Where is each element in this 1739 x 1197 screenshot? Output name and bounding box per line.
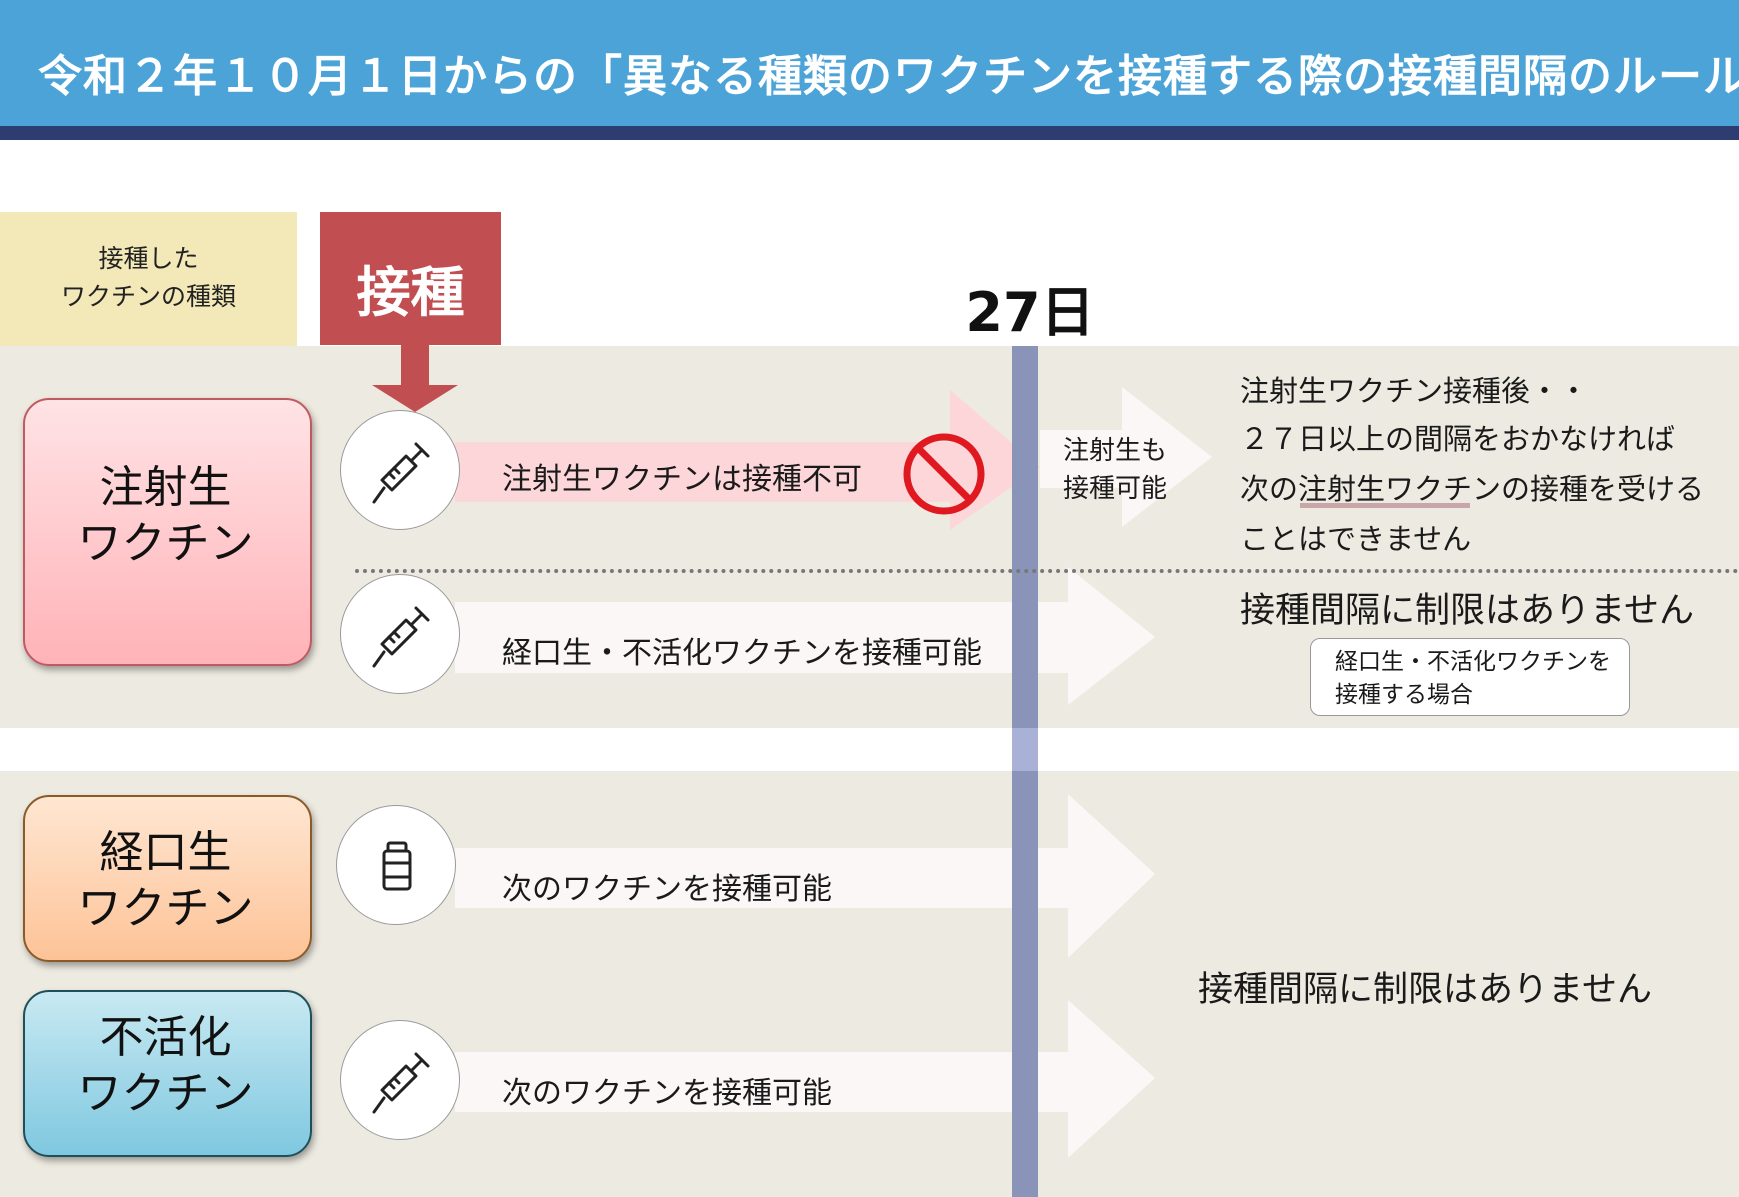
vaccine-type-label-line2: ワクチンの種類	[60, 282, 236, 311]
day-27-timeline-gap	[1012, 728, 1038, 771]
no-limit-note-1: 接種間隔に制限はありません	[1240, 591, 1694, 631]
injection-to-others-label: 経口生・不活化ワクチンを接種可能	[502, 636, 982, 671]
no-limit-case-line2: 接種する場合	[1335, 682, 1473, 708]
inactivated-vaccine-label: 不活化 ワクチン	[23, 1010, 308, 1122]
oral-vaccine-box	[23, 795, 312, 962]
vaccine-type-label-line1: 接種した	[98, 244, 199, 273]
inoculation-label: 接種	[356, 261, 465, 324]
injection-rule-line1: 注射生ワクチン接種後・・	[1240, 374, 1589, 408]
row-separator	[355, 569, 1739, 573]
inoculation-arrow	[372, 345, 458, 412]
prohibited-arrow	[455, 390, 1040, 530]
after-27-label-line2: 接種可能	[1063, 474, 1168, 504]
syringe-icon-circle-2	[340, 574, 460, 694]
injection-prohibited-label: 注射生ワクチンは接種不可	[502, 462, 862, 497]
injection-vaccine-label-line2: ワクチン	[77, 518, 254, 569]
syringe-icon-circle-1	[340, 410, 460, 530]
oral-next-label: 次のワクチンを接種可能	[502, 872, 832, 907]
injection-rule-line2: ２７日以上の間隔をおかなければ	[1240, 422, 1676, 456]
syringe-icon	[372, 1052, 430, 1114]
syringe-icon	[372, 606, 430, 668]
vaccine-type-label-box	[0, 212, 297, 346]
injection-vaccine-label: 注射生 ワクチン	[23, 460, 308, 572]
oral-vaccine-label-line1: 経口生	[99, 827, 232, 878]
inactivated-arrow	[455, 1000, 1155, 1158]
inactivated-vaccine-label-line2: ワクチン	[77, 1068, 254, 1119]
oral-vaccine-label: 経口生 ワクチン	[23, 825, 308, 937]
header-bar	[0, 0, 1739, 126]
no-limit-note-2: 接種間隔に制限はありません	[1198, 970, 1652, 1010]
day-27-timeline	[1012, 346, 1038, 1197]
bottle-icon-circle	[336, 805, 456, 925]
injection-rule-line4: ことはできません	[1240, 522, 1472, 556]
day-27-marker: 27日	[965, 281, 1095, 344]
injection-rule-underline	[1300, 503, 1470, 508]
inactivated-vaccine-label-line1: 不活化	[99, 1012, 232, 1063]
injection-vaccine-box	[23, 398, 312, 666]
prohibited-icon	[903, 433, 985, 515]
injection-rule-line3: 次の注射生ワクチンの接種を受ける	[1240, 472, 1705, 506]
bottle-icon	[382, 841, 412, 891]
oral-vaccine-label-line2: ワクチン	[77, 883, 254, 934]
injection-to-others-arrow	[455, 567, 1155, 705]
after-27-label: 注射生も 接種可能	[1063, 432, 1167, 508]
no-limit-case-line1: 経口生・不活化ワクチンを	[1335, 649, 1611, 675]
injection-vaccine-label-line1: 注射生	[99, 462, 232, 513]
vaccine-type-label: 接種した ワクチンの種類	[0, 240, 297, 316]
inactivated-vaccine-box	[23, 990, 312, 1157]
inoculation-box	[320, 212, 501, 345]
page-title: 令和２年１０月１日からの「異なる種類のワクチンを接種する際の接種間隔のルール」	[38, 51, 1739, 102]
no-limit-case-box	[1310, 638, 1630, 716]
inactivated-next-label: 次のワクチンを接種可能	[502, 1076, 832, 1111]
after-27-label-line1: 注射生も	[1063, 436, 1168, 466]
syringe-icon	[372, 442, 430, 504]
after-27-arrow	[1040, 387, 1212, 527]
syringe-icon-circle-3	[340, 1020, 460, 1140]
no-limit-case-label: 経口生・不活化ワクチンを 接種する場合	[1335, 646, 1611, 712]
oral-arrow	[455, 794, 1155, 958]
header-rule	[0, 126, 1739, 140]
